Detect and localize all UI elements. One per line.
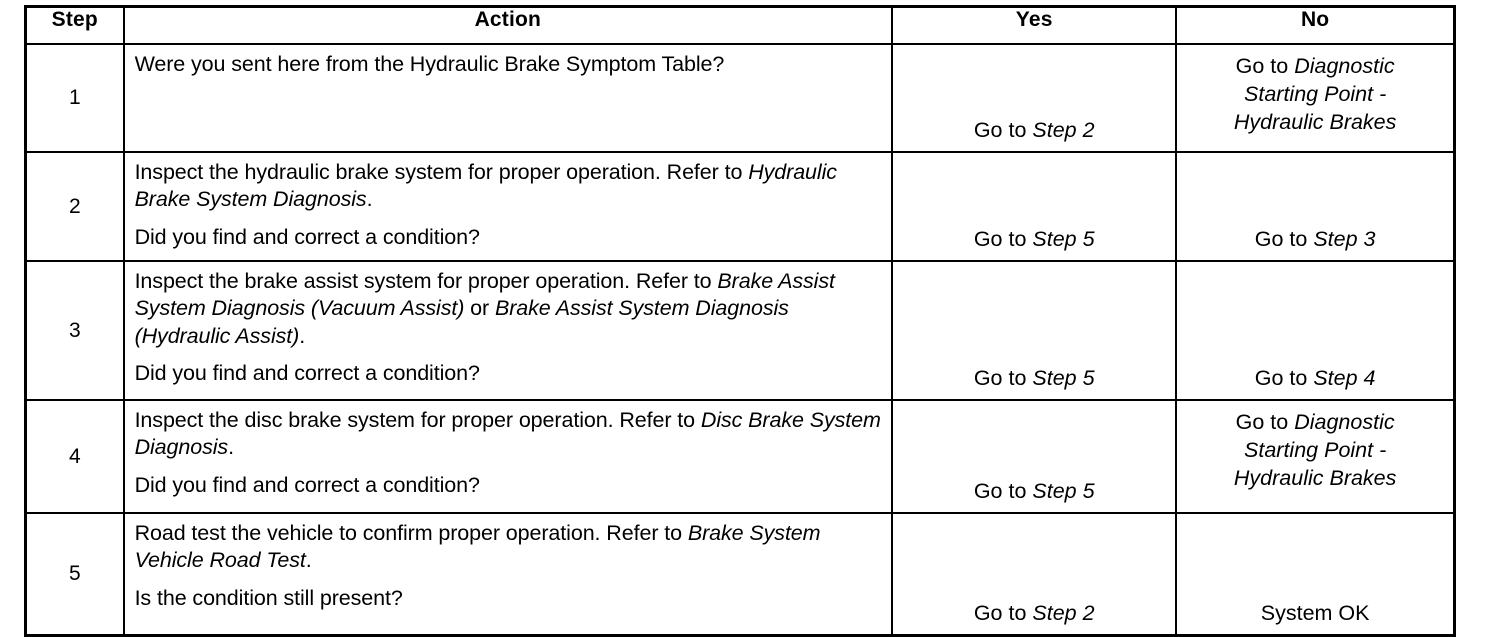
action-description: Inspect the hydraulic brake system for p… [122, 151, 894, 262]
action-text-reference: Brake Assist System Diagnosis (Vacuum As… [134, 269, 835, 321]
yes-result: Go to Step 2 [891, 512, 1178, 637]
no-text-plain: Go to [1254, 227, 1314, 252]
yes-text-plain: Go to [973, 601, 1033, 626]
yes-text-reference: Step 5 [1032, 479, 1095, 504]
yes-text-reference: Step 5 [1032, 227, 1095, 252]
action-main-text: Inspect the disc brake system for proper… [135, 407, 884, 462]
step-number: 4 [24, 399, 125, 514]
yes-result-line: Go to Step 5 [899, 226, 1169, 254]
action-text-tail: . [366, 187, 373, 212]
yes-result-line: Go to Step 5 [899, 478, 1169, 506]
no-result-line-1: Go to Diagnostic [1183, 53, 1447, 81]
action-text-tail: . [228, 435, 234, 460]
action-description: Were you sent here from the Hydraulic Br… [122, 43, 894, 153]
yes-result-line: Go to Step 2 [899, 117, 1169, 145]
no-text-plain: System OK [1260, 601, 1370, 626]
action-description: Inspect the disc brake system for proper… [122, 399, 894, 514]
no-result-line-3: Hydraulic Brakes [1233, 109, 1397, 134]
no-text-reference: Diagnostic [1294, 410, 1395, 434]
column-header-action: Action [122, 5, 894, 45]
yes-text-plain: Go to [973, 479, 1033, 504]
action-text-tail: . [305, 548, 312, 573]
step-number: 2 [24, 151, 125, 262]
no-result-line-3: Hydraulic Brakes [1233, 465, 1397, 490]
header-row: Step Action Yes No [24, 5, 1456, 45]
yes-result-line: Go to Step 5 [899, 365, 1169, 393]
action-main-text: Were you sent here from the Hydraulic Br… [135, 51, 884, 78]
action-question: Did you find and correct a condition? [134, 224, 480, 249]
no-result: System OK [1175, 512, 1456, 637]
action-text-tail: . [299, 323, 306, 348]
no-text-plain: Go to [1235, 410, 1295, 434]
action-description: Inspect the brake assist system for prop… [122, 260, 894, 401]
action-question: Is the condition still present? [134, 585, 403, 610]
no-result-line-2: Starting Point - [1244, 81, 1387, 106]
yes-text-reference: Step 2 [1032, 118, 1095, 143]
action-main-text: Inspect the brake assist system for prop… [135, 268, 884, 350]
column-header-yes: Yes [891, 5, 1178, 45]
action-text-reference: Disc Brake System Diagnosis [134, 408, 881, 460]
action-text-reference: Brake System Vehicle Road Test [134, 521, 821, 573]
table-row: 3 Inspect the brake assist system for pr… [24, 260, 1456, 401]
no-text-reference: Step 4 [1313, 366, 1376, 391]
no-result: Go to Step 3 [1175, 151, 1456, 262]
action-text-plain: Road test the vehicle to confirm proper … [134, 521, 688, 545]
table-body: 1 Were you sent here from the Hydraulic … [24, 43, 1456, 637]
no-result: Go to Step 4 [1175, 260, 1456, 401]
yes-text-plain: Go to [973, 366, 1033, 391]
action-text-reference: Hydraulic Brake System Diagnosis [134, 160, 837, 212]
no-result: Go to Diagnostic Starting Point - Hydrau… [1175, 399, 1456, 514]
no-result: Go to Diagnostic Starting Point - Hydrau… [1175, 43, 1456, 153]
yes-result: Go to Step 5 [891, 260, 1178, 401]
yes-result-line: Go to Step 2 [899, 600, 1169, 628]
table-header: Step Action Yes No [24, 5, 1456, 45]
action-question: Did you find and correct a condition? [134, 472, 480, 497]
document-page: Step Action Yes No 1 Were you sent here … [24, 5, 1456, 637]
action-text-plain: Were you sent here from the Hydraulic Br… [134, 52, 725, 76]
action-question: Did you find and correct a condition? [134, 360, 480, 385]
yes-text-reference: Step 2 [1032, 601, 1095, 626]
action-text-plain: Inspect the disc brake system for proper… [134, 408, 701, 432]
diagnostic-steps-table: Step Action Yes No 1 Were you sent here … [24, 5, 1456, 637]
no-result-line-1: Go to Step 3 [1183, 226, 1447, 254]
action-main-text: Road test the vehicle to confirm proper … [135, 520, 884, 575]
no-text-reference: Step 3 [1313, 227, 1376, 252]
yes-text-plain: Go to [973, 227, 1033, 252]
no-result-line-1: System OK [1183, 600, 1447, 628]
step-number: 1 [24, 43, 125, 153]
step-number: 5 [24, 512, 125, 637]
column-header-step: Step [24, 5, 125, 45]
yes-result: Go to Step 2 [891, 43, 1178, 153]
column-header-no: No [1175, 5, 1456, 45]
table-row: 1 Were you sent here from the Hydraulic … [24, 43, 1456, 153]
yes-result: Go to Step 5 [891, 399, 1178, 514]
no-text-plain: Go to [1254, 366, 1314, 391]
yes-text-plain: Go to [973, 118, 1033, 143]
action-text-reference-2: Brake Assist System Diagnosis (Hydraulic… [134, 296, 789, 348]
no-text-plain: Go to [1235, 54, 1295, 78]
action-text-plain: Inspect the hydraulic brake system for p… [134, 160, 749, 184]
table-row: 4 Inspect the disc brake system for prop… [24, 399, 1456, 514]
table-row: 5 Road test the vehicle to confirm prope… [24, 512, 1456, 637]
yes-text-reference: Step 5 [1032, 366, 1095, 391]
step-number: 3 [24, 260, 125, 401]
no-text-reference: Diagnostic [1294, 54, 1395, 78]
action-main-text: Inspect the hydraulic brake system for p… [135, 159, 884, 214]
no-result-line-1: Go to Step 4 [1183, 365, 1447, 393]
yes-result: Go to Step 5 [891, 151, 1178, 262]
no-result-line-1: Go to Diagnostic [1183, 409, 1447, 437]
table-row: 2 Inspect the hydraulic brake system for… [24, 151, 1456, 262]
action-description: Road test the vehicle to confirm proper … [122, 512, 894, 637]
action-text-plain: Inspect the brake assist system for prop… [134, 269, 718, 293]
no-result-line-2: Starting Point - [1244, 437, 1387, 462]
action-text-connector: or [464, 296, 495, 321]
